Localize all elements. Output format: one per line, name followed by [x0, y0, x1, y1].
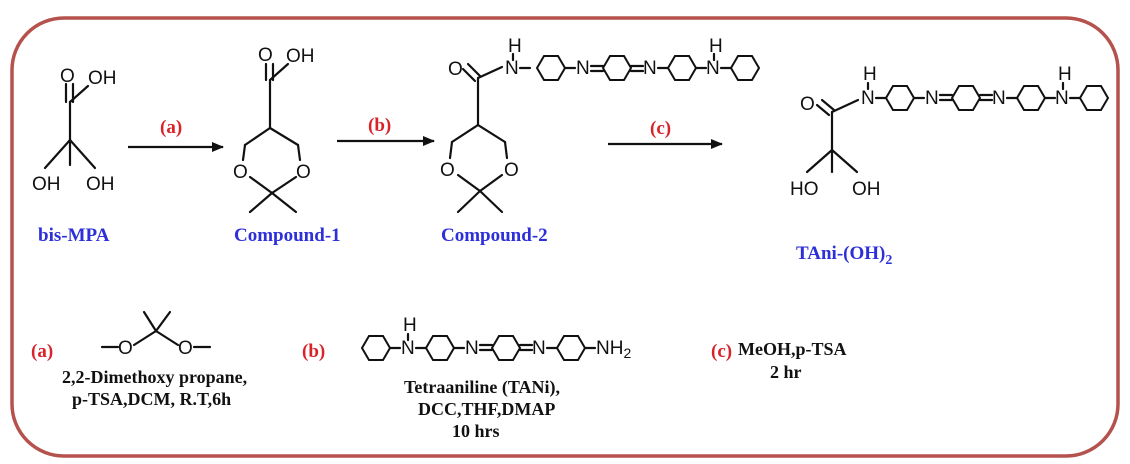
svg-text:N: N: [532, 338, 546, 359]
svg-text:O: O: [440, 160, 455, 181]
bis-mpa-structure: O OH OH OH: [32, 66, 117, 195]
compound-name-tani-oh2: TAni-(OH)2: [796, 243, 892, 268]
svg-text:O: O: [800, 94, 815, 115]
svg-text:NH2: NH2: [596, 338, 631, 361]
svg-text:N: N: [706, 58, 720, 79]
condition-c-line-1: MeOH,p-TSA: [738, 339, 847, 359]
svg-text:H: H: [863, 64, 877, 85]
dimethoxypropane-structure: O O: [100, 310, 212, 359]
tani-oh2-structure: O HO OH N H N N N H: [790, 64, 1110, 200]
svg-text:OH: OH: [852, 179, 881, 200]
svg-text:H: H: [508, 36, 522, 57]
svg-text:N: N: [505, 58, 519, 79]
svg-text:O: O: [118, 338, 133, 359]
condition-b-line-3: 10 hrs: [452, 421, 500, 441]
svg-text:O: O: [258, 45, 273, 66]
svg-text:OH: OH: [88, 68, 117, 89]
condition-label-a: (a): [31, 341, 53, 362]
svg-text:O: O: [504, 160, 519, 181]
svg-text:OH: OH: [86, 174, 115, 195]
tetraaniline-structure: N H N N NH2: [360, 315, 631, 361]
scheme-frame: [10, 16, 1120, 458]
compound-name-2: Compound-2: [441, 225, 548, 246]
svg-text:OH: OH: [32, 174, 61, 195]
svg-text:N: N: [992, 88, 1006, 109]
compound-name-bis-mpa: bis-MPA: [38, 225, 110, 246]
condition-a-line-1: 2,2-Dimethoxy propane,: [62, 367, 247, 387]
svg-text:O: O: [178, 338, 193, 359]
svg-text:O: O: [296, 162, 311, 183]
condition-b-line-2: DCC,THF,DMAP: [418, 399, 555, 419]
condition-label-c: (c): [711, 341, 732, 362]
compound-2-structure: O O O N H N N N H: [440, 36, 761, 214]
svg-text:HO: HO: [790, 179, 819, 200]
svg-text:H: H: [403, 315, 417, 336]
svg-text:H: H: [709, 36, 723, 57]
svg-text:OH: OH: [286, 46, 315, 67]
compound-name-1: Compound-1: [234, 225, 341, 246]
svg-text:N: N: [1055, 88, 1069, 109]
condition-a-line-2: p-TSA,DCM, R.T,6h: [72, 389, 231, 409]
svg-text:N: N: [925, 88, 939, 109]
svg-text:N: N: [576, 58, 590, 79]
svg-text:O: O: [233, 162, 248, 183]
svg-text:N: N: [465, 338, 479, 359]
step-label-a: (a): [160, 117, 182, 138]
step-label-c: (c): [650, 118, 671, 139]
svg-text:O: O: [448, 59, 463, 80]
compound-1-structure: O OH O O: [233, 45, 315, 214]
svg-text:N: N: [861, 88, 875, 109]
svg-text:O: O: [60, 66, 75, 87]
condition-c-line-2: 2 hr: [770, 362, 802, 382]
condition-label-b: (b): [302, 341, 325, 362]
condition-b-line-1: Tetraaniline (TANi),: [404, 377, 560, 398]
svg-text:N: N: [643, 58, 657, 79]
step-label-b: (b): [368, 115, 391, 136]
svg-text:H: H: [1058, 64, 1072, 85]
svg-text:N: N: [401, 338, 415, 359]
